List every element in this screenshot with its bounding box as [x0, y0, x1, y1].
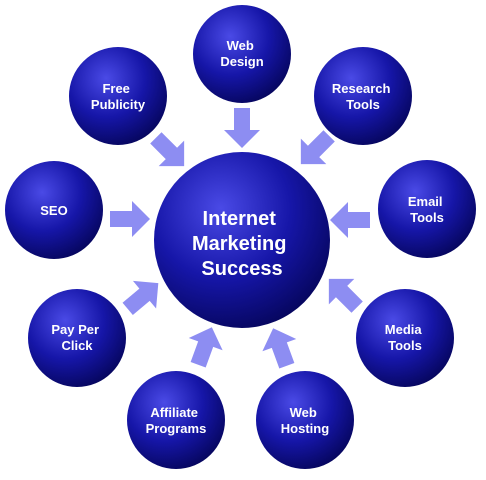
- node-email-tools-line-2: Tools: [410, 210, 444, 225]
- svg-text:Media Tools: Media Tools: [385, 322, 425, 353]
- node-free-publicity-line-2: Publicity: [91, 97, 146, 112]
- center-label-line-3: Success: [201, 258, 282, 280]
- node-web-hosting: Web Hosting: [256, 371, 354, 469]
- node-seo: SEO: [5, 161, 103, 259]
- node-email-tools-line-1: Email: [408, 194, 443, 209]
- svg-text:Pay Per Click: Pay Per Click: [51, 322, 102, 353]
- node-web-design: Web Design: [193, 5, 291, 103]
- arrow-from-seo: [110, 201, 150, 237]
- svg-text:Web Design: Web Design: [220, 38, 263, 69]
- node-seo-line-1: SEO: [40, 203, 67, 218]
- svg-text:Web Hosting: Web Hosting: [281, 405, 329, 436]
- svg-text:SEO: SEO: [40, 203, 67, 218]
- node-affiliate-programs-line-2: Programs: [146, 421, 207, 436]
- node-web-design-line-1: Web: [227, 38, 254, 53]
- svg-text:Research Tools: Research Tools: [332, 81, 394, 112]
- center-node: Internet Marketing Success: [154, 152, 330, 328]
- center-label-line-1: Internet: [203, 208, 277, 230]
- arrow-from-research-tools: [300, 130, 335, 165]
- svg-text:Affiliate Programs: Affiliate Programs: [146, 405, 207, 436]
- node-web-hosting-line-1: Web: [290, 405, 317, 420]
- node-pay-per-click: Pay Per Click: [28, 289, 126, 387]
- arrow-from-web-hosting: [262, 328, 297, 369]
- svg-text:Internet Marketing: Internet Marketing Success: [192, 208, 292, 280]
- node-research-tools: Research Tools: [314, 47, 412, 145]
- svg-text:Free Publicity: Free Publicity: [91, 81, 146, 112]
- svg-text:Email Tools: Email Tools: [408, 194, 446, 225]
- arrow-from-free-publicity: [150, 132, 185, 167]
- arrow-from-pay-per-click: [122, 280, 159, 315]
- node-media-tools: Media Tools: [356, 289, 454, 387]
- arrow-from-media-tools: [328, 278, 363, 313]
- node-affiliate-programs: Affiliate Programs: [127, 371, 225, 469]
- node-free-publicity-line-1: Free: [102, 81, 129, 96]
- node-web-hosting-line-2: Hosting: [281, 421, 329, 436]
- arrow-from-affiliate-programs: [188, 327, 223, 368]
- node-affiliate-programs-line-1: Affiliate: [150, 405, 198, 420]
- node-free-publicity: Free Publicity: [69, 47, 167, 145]
- arrow-from-email-tools: [330, 202, 370, 238]
- node-pay-per-click-line-1: Pay Per: [51, 322, 99, 337]
- node-email-tools: Email Tools: [378, 160, 476, 258]
- node-research-tools-line-1: Research: [332, 81, 391, 96]
- arrow-from-web-design: [224, 108, 260, 148]
- node-media-tools-line-1: Media: [385, 322, 423, 337]
- node-research-tools-line-2: Tools: [346, 97, 380, 112]
- node-pay-per-click-line-2: Click: [61, 338, 93, 353]
- center-label-line-2: Marketing: [192, 233, 286, 255]
- node-media-tools-line-2: Tools: [388, 338, 422, 353]
- node-web-design-line-2: Design: [220, 54, 263, 69]
